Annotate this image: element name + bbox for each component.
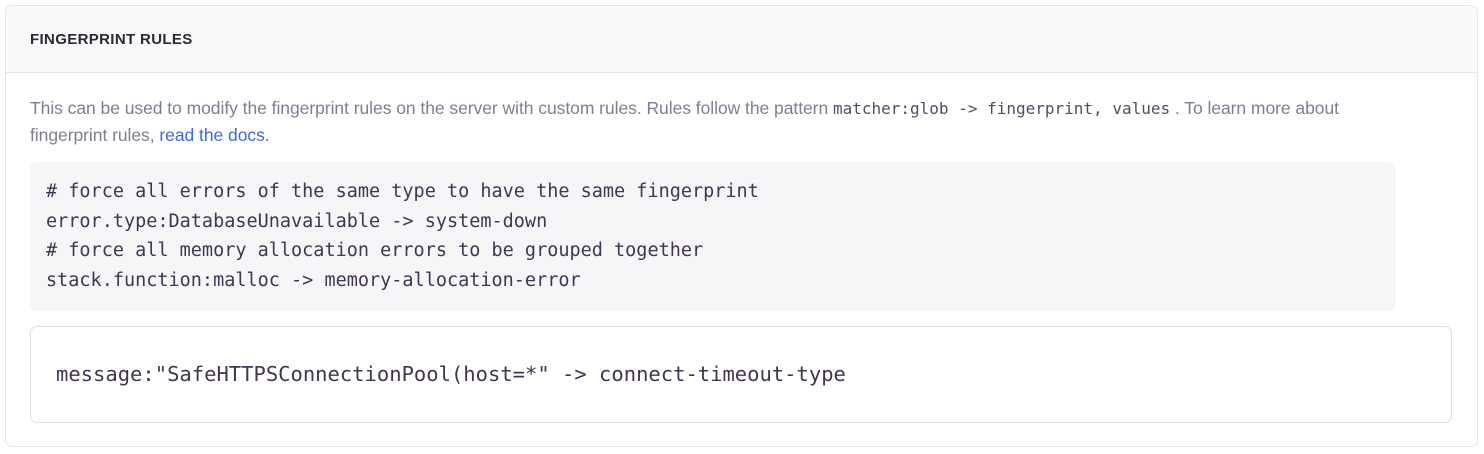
read-the-docs-link[interactable]: read the docs. — [159, 125, 270, 145]
panel-header: FINGERPRINT RULES — [6, 6, 1477, 73]
fingerprint-rules-panel: FINGERPRINT RULES This can be used to mo… — [5, 5, 1478, 447]
description-text: This can be used to modify the fingerpri… — [30, 95, 1402, 148]
fingerprint-rules-input[interactable] — [30, 326, 1452, 423]
panel-body: This can be used to modify the fingerpri… — [6, 73, 1477, 423]
page-title: FINGERPRINT RULES — [30, 30, 193, 48]
inline-code-pattern: matcher:glob -> fingerprint, values — [832, 99, 1171, 118]
example-code-block: # force all errors of the same type to h… — [30, 162, 1396, 311]
description-part-1: This can be used to modify the fingerpri… — [30, 98, 833, 118]
description-part-2: . To learn more about fingerprint rules, — [30, 98, 1339, 145]
